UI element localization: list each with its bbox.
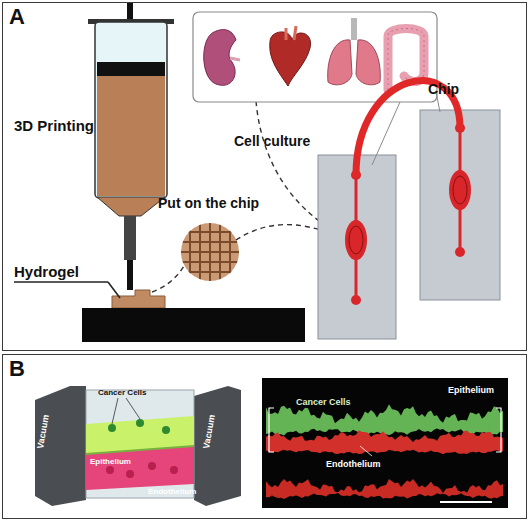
hydrogel-mesh-part-part — [189, 222, 191, 282]
micrograph-part — [266, 430, 503, 454]
chip-right-part — [420, 110, 500, 300]
syringe-part — [124, 216, 136, 260]
chip-right-part — [453, 176, 467, 204]
device-render-part — [86, 390, 194, 498]
hydrogel-mesh-part-part — [219, 222, 221, 282]
syringe — [88, 2, 174, 290]
hydrogel-mesh-part-part — [209, 222, 211, 282]
syringe-part — [97, 62, 165, 76]
panel-letter: B — [9, 356, 25, 382]
material-label: Hydrogel — [14, 264, 79, 279]
device-render-part — [126, 398, 140, 419]
stain-label: Cancer Cells — [296, 398, 351, 407]
chip-left-part — [349, 226, 363, 254]
organ-box-part — [286, 26, 296, 40]
device-render-part — [35, 386, 86, 506]
organ-box-part — [230, 58, 240, 60]
device-render-part — [170, 466, 178, 474]
part-label: Chip — [428, 82, 459, 96]
device-render-part — [112, 398, 118, 424]
panel-b: B — [2, 354, 527, 519]
organ-box-part — [328, 40, 352, 85]
connecting-tube — [356, 81, 460, 175]
chip-left-part — [345, 220, 367, 260]
device-render-part — [106, 466, 114, 474]
micrograph-part — [266, 404, 503, 435]
hydrogel-leader-part — [108, 282, 120, 298]
micrograph-part — [440, 501, 492, 503]
dashed-arrows — [152, 101, 344, 292]
print-platform — [82, 308, 305, 342]
chip-right-part — [455, 247, 465, 257]
syringe-part — [95, 22, 167, 198]
connecting-tube-part — [356, 81, 460, 175]
device-render-part — [86, 446, 194, 454]
chip-right-part — [449, 170, 471, 210]
panel-letter: A — [9, 4, 25, 30]
hydrogel-mesh-part — [180, 222, 240, 282]
hydrogel-mesh-part-part — [229, 222, 231, 282]
organ-box-part — [351, 18, 357, 40]
syringe-part — [97, 197, 165, 216]
layer-label: Endothelium — [148, 488, 196, 496]
process-label: 3D Printing — [14, 118, 94, 133]
chip-right — [420, 110, 500, 300]
stain-label: Epithelium — [448, 386, 494, 395]
step-label: Put on the chip — [158, 196, 259, 210]
micrograph-part — [269, 408, 501, 452]
syringe-part — [127, 260, 133, 290]
device-render-part — [126, 470, 134, 478]
device-render-part — [136, 419, 144, 427]
device-render-part — [148, 462, 156, 470]
device-render-part — [108, 424, 116, 432]
micrograph-part — [262, 378, 508, 508]
printed-hydrogel-part — [112, 290, 165, 308]
chip-leaders — [372, 92, 440, 165]
print-platform-part — [82, 308, 305, 342]
chip-left — [318, 155, 396, 339]
stain-label: Endothelium — [326, 460, 381, 469]
panel-a: A — [2, 2, 527, 351]
printed-hydrogel — [112, 290, 165, 308]
micrograph — [262, 378, 508, 508]
organ-box-part — [270, 32, 311, 86]
hydrogel-mesh — [180, 222, 240, 282]
chip-left-part — [318, 155, 396, 339]
micrograph-part-part — [496, 408, 501, 452]
syringe-part — [97, 76, 165, 196]
device-render — [35, 386, 241, 506]
organ-box-part — [356, 40, 380, 85]
dashed-arrows-part — [152, 266, 184, 292]
device-render-part — [162, 426, 170, 434]
hydrogel-leader-part — [14, 281, 108, 283]
hydrogel-mesh-part-part — [199, 222, 201, 282]
device-render-part — [194, 386, 241, 506]
chip-leaders-part — [372, 102, 400, 165]
micrograph-part-part — [269, 408, 274, 452]
micrograph-part — [360, 446, 372, 456]
hydrogel-leader — [14, 282, 120, 298]
device-render-part — [86, 446, 194, 490]
micrograph-part — [266, 479, 503, 499]
step-label: Cell culture — [234, 134, 310, 148]
layer-label: Epithelium — [90, 458, 131, 466]
chip-left-part — [351, 295, 361, 305]
layer-label: Cancer Cells — [98, 389, 146, 397]
hydrogel-mesh-part — [181, 223, 239, 281]
